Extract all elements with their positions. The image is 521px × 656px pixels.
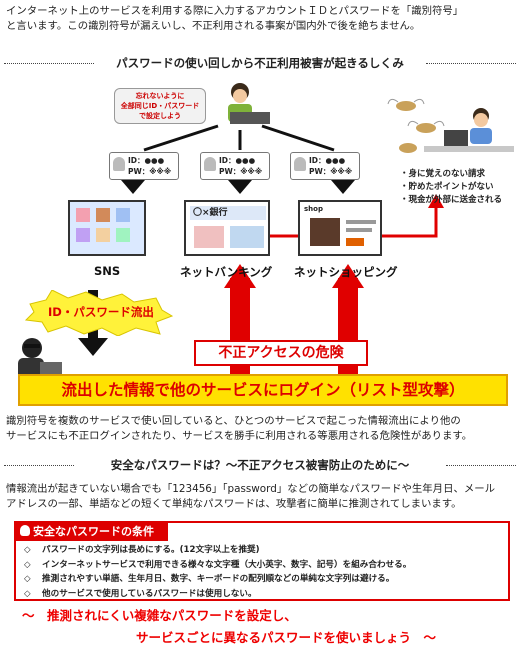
password-conditions-box: 安全なパスワードの条件 ◇パスワードの文字列は長めにする。(12文字以上を推奨)… [14,521,510,601]
bank-banner [230,226,264,248]
person-icon [294,157,306,171]
sns-photo [96,208,110,222]
slogan-line-1: ～ 推測されにくい複雑なパスワードを設定し、 [22,608,297,623]
reuse-risk-text: 識別符号を複数のサービスで使い回していると、ひとつのサービスで起こった情報流出に… [6,414,516,444]
sns-photo [76,228,90,242]
user-figure [228,83,270,124]
intro-line-2: と言います。この識別符号が漏えいし、不正利用される事案が国内外で後を絶ちません。 [6,20,421,32]
dotted-rule-right [426,63,516,64]
bank-banner [194,226,224,248]
leak-burst-shape [24,290,174,336]
dotted-rule-left [4,63,94,64]
user-link-lines [143,124,335,152]
sns-photo [96,228,110,242]
danger-label: 不正アクセスの危険 [194,340,368,366]
sns-photo [116,208,130,222]
condition-item: ◇パスワードの文字列は長めにする。(12文字以上を推奨) [24,545,260,555]
reuse-risk-line-1: 識別符号を複数のサービスで使い回していると、ひとつのサービスで起こった情報流出に… [6,415,461,427]
conditions-list: ◇パスワードの文字列は長めにする。(12文字以上を推奨) ◇インターネットサービ… [24,543,411,601]
conditions-header: 安全なパスワードの条件 [16,523,168,541]
shop-text-line [346,228,372,232]
loss-item: ・身に覚えのない請求 [400,169,486,179]
victim-link-arrowhead [428,194,444,208]
credential-card-shop: ID：●●● PW：※※※ [290,152,360,180]
sns-photo [116,228,130,242]
credential-card-bank: ID：●●● PW：※※※ [200,152,270,180]
dotted-rule-right [446,465,516,466]
weak-password-line-2: アドレスの一部、単語などの短くて単純なパスワードは、攻撃者に簡単に推測されてしま… [6,498,462,510]
red-arrow-shop-head [332,264,364,288]
service-label-bank: ネットバンキング [180,265,273,279]
bank-screen: 〇×銀行 [184,200,270,256]
lightbulb-icon [20,525,30,536]
diagram-graphics [18,83,514,383]
user-speech-bubble: 忘れないように 全部同じID・パスワード で設定しよう [114,88,206,124]
leak-label: ID・パスワード流出 [48,305,154,319]
reuse-risk-line-2: サービスにも不正ログインされたり、サービスを勝手に利用される等悪用される危険性が… [6,430,473,442]
weak-password-text: 情報流出が起きていない場合でも「123456」「password」などの簡単なパ… [6,482,516,512]
red-arrow-shop-shaft [338,278,358,383]
slogan-line-2: サービスごとに異なるパスワードを使いましょう ～ [136,630,437,645]
section-title-safe-password: 安全なパスワードは？～不正アクセス被害防止のために～ [4,456,516,474]
shop-screen-title: shop [304,205,323,213]
condition-item: ◇インターネットサービスで利用できる様々な文字種（大小英字、数字、記号）を組み合… [24,559,412,570]
red-arrow-bank-head [224,264,256,288]
victim-losses-list: ・身に覚えのない請求 ・貯めたポイントがない ・現金が外部に送金される [400,168,502,207]
credential-card-sns: ID：●●● PW：※※※ [109,152,179,180]
red-arrow-bank-shaft [230,278,250,383]
weak-password-line-1: 情報流出が起きていない場合でも「123456」「password」などの簡単なパ… [6,483,496,495]
intro-line-1: インターネット上のサービスを利用する際に入力するアカウントＩＤとパスワードを「識… [6,5,464,17]
intro-text: インターネット上のサービスを利用する際に入力するアカウントＩＤとパスワードを「識… [6,4,516,34]
shop-text-line [346,220,376,224]
bank-screen-title: 〇×銀行 [190,206,266,220]
loss-item: ・貯めたポイントがない [400,182,494,192]
shop-product-image [310,218,340,246]
sns-photo [76,208,90,222]
condition-item: ◇他のサービスで使用しているパスワードは使用しない。 [24,588,257,599]
attack-diagram: 忘れないように 全部同じID・パスワード で設定しよう ID：●●● PW：※※… [4,78,516,408]
service-label-sns: SNS [94,264,121,278]
victim-link-line [270,206,438,238]
service-label-shop: ネットショッピング [294,265,398,279]
person-icon [113,157,125,171]
dotted-rule-left [4,465,74,466]
condition-item: ◇推測されやすい単語、生年月日、数字、キーボードの配列順などの単純な文字列は避け… [24,574,395,584]
shop-screen: shop [298,200,382,256]
person-icon [204,157,216,171]
list-attack-bar: 流出した情報で他のサービスにログイン（リスト型攻撃） [18,374,508,406]
sns-screen [68,200,146,256]
section-title-mechanism: パスワードの使い回しから不正利用被害が起きるしくみ [4,54,516,72]
flying-money-icons [387,98,445,153]
shop-buy-button [346,238,364,246]
loss-item: ・現金が外部に送金される [400,195,503,205]
victim-figure [424,108,514,152]
